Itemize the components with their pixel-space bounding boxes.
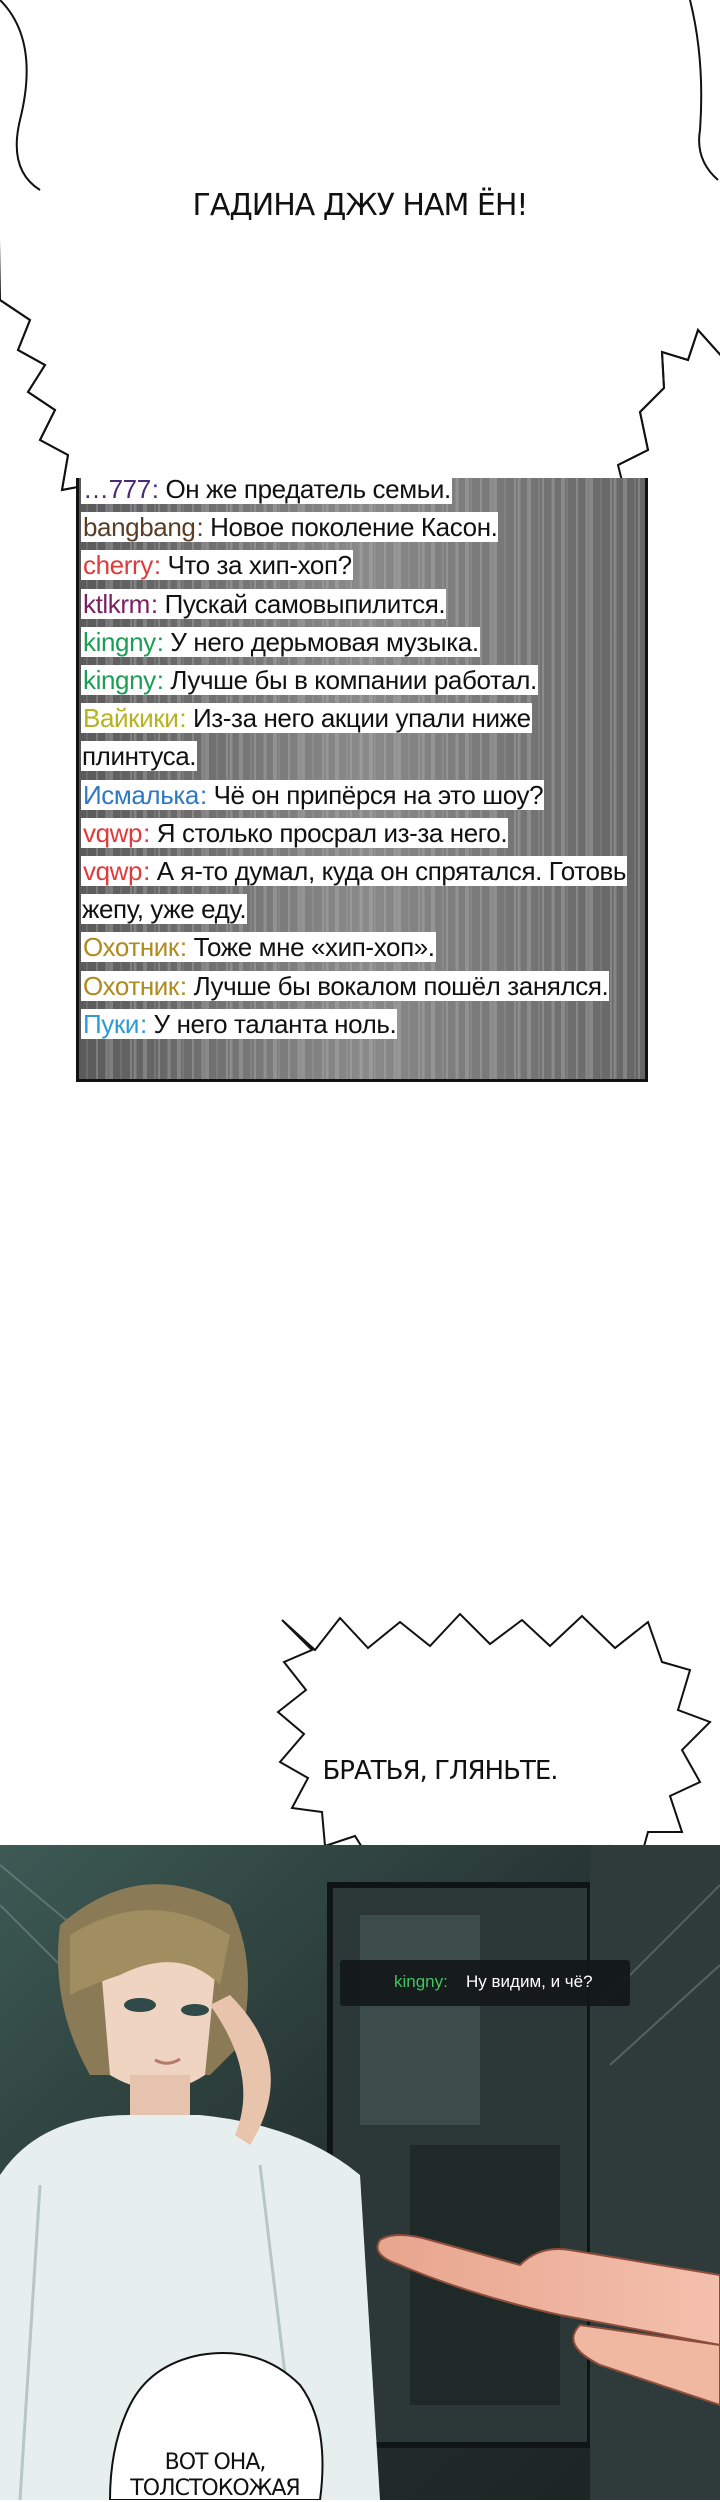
chat-username: bangbang: [83, 512, 196, 543]
chat-message: Вайкики: Из-за него акции упали ниже пли…: [81, 699, 645, 775]
chat-message: Пуки: У него таланта ноль.: [81, 1005, 645, 1043]
bottom-speech-line1: ВОТ ОНА,: [164, 2450, 267, 2475]
chat-colon: :: [150, 588, 165, 619]
chat-username: Пуки: [83, 1008, 139, 1039]
chat-colon: :: [156, 665, 171, 696]
bottom-speech-line2: ТОЛСТОКОЖАЯ: [130, 2476, 300, 2501]
chat-text: У него таланта ноль.: [153, 1008, 397, 1039]
chat-colon: :: [196, 512, 211, 543]
chat-colon: :: [153, 550, 168, 581]
chat-username: Охотник: [83, 970, 179, 1001]
chat-colon: :: [143, 856, 157, 887]
overlay-message: Ну видим, и чё?: [466, 1972, 593, 1991]
chat-text: Я столько просрал из-за него.: [156, 817, 508, 848]
chat-message: vqwp: А я-то думал, куда он спрятался. Г…: [81, 852, 645, 928]
chat-message: …777: Он же предатель семьи.: [81, 478, 645, 508]
chat-text: Лучше бы вокалом пошёл занялся.: [193, 970, 609, 1001]
chat-colon: :: [179, 932, 194, 963]
chat-username: cherry: [83, 550, 153, 581]
chat-text: Тоже мне «хип-хоп».: [193, 932, 435, 963]
chat-message: Исмалька: Чё он припёрся на это шоу?: [81, 776, 645, 814]
chat-text: Что за хип-хоп?: [167, 550, 353, 581]
chat-text: Лучше бы в компании работал.: [170, 665, 537, 696]
chat-text: Из-за него акции упали ниже плинтуса.: [82, 703, 531, 772]
chat-colon: :: [179, 970, 194, 1001]
chat-message: cherry: Что за хип-хоп?: [81, 546, 645, 584]
chat-username: Исмалька: [83, 779, 199, 810]
chat-text: Новое поколение Касон.: [210, 512, 498, 543]
chat-colon: :: [179, 703, 193, 734]
chat-text: Пускай самовыпилится.: [164, 588, 446, 619]
chat-username: kingny: [83, 665, 156, 696]
chat-colon: :: [143, 817, 157, 848]
chat-username: vqwp: [83, 817, 143, 848]
chat-colon: :: [151, 478, 166, 504]
chat-text: Он же предатель семьи.: [165, 478, 451, 504]
chat-panel: …777: Он же предатель семьи.bangbang: Но…: [76, 478, 648, 1082]
shout-speech-bubble: [0, 0, 720, 554]
chat-username: Охотник: [83, 932, 179, 963]
bottom-speech-text: ВОТ ОНА, ТОЛСТОКОЖАЯ: [110, 2450, 320, 2502]
middle-speech-text: БРАТЬЯ, ГЛЯНЬТЕ.: [322, 1756, 558, 1786]
overlay-username: kingny:: [394, 1972, 448, 1991]
chat-message: ktlkrm: Пускай самовыпилится.: [81, 585, 645, 623]
manga-illustration: [0, 1845, 720, 2500]
chat-message-list: …777: Он же предатель семьи.bangbang: Но…: [81, 478, 645, 1043]
stream-chat-overlay: kingny: Ну видим, и чё?: [340, 1960, 630, 2006]
chat-colon: :: [140, 1008, 154, 1039]
chat-message: Охотник: Лучше бы вокалом пошёл занялся.: [81, 967, 645, 1005]
chat-message: Охотник: Тоже мне «хип-хоп».: [81, 928, 645, 966]
top-speech-text: ГАДИНА ДЖУ НАМ ЁН!: [192, 188, 529, 223]
chat-colon: :: [199, 779, 214, 810]
chat-message: kingny: Лучше бы в компании работал.: [81, 661, 645, 699]
chat-colon: :: [156, 626, 171, 657]
chat-message: bangbang: Новое поколение Касон.: [81, 508, 645, 546]
chat-username: ktlkrm: [83, 588, 150, 619]
chat-username: kingny: [83, 626, 156, 657]
chat-message: vqwp: Я столько просрал из-за него.: [81, 814, 645, 852]
chat-message: kingny: У него дерьмовая музыка.: [81, 623, 645, 661]
chat-text: А я-то думал, куда он спрятался. Готовь …: [82, 856, 627, 925]
chat-text: Чё он припёрся на это шоу?: [213, 779, 544, 810]
chat-username: …777: [83, 478, 151, 504]
chat-username: vqwp: [83, 856, 143, 887]
chat-username: Вайкики: [83, 703, 179, 734]
chat-text: У него дерьмовая музыка.: [170, 626, 479, 657]
